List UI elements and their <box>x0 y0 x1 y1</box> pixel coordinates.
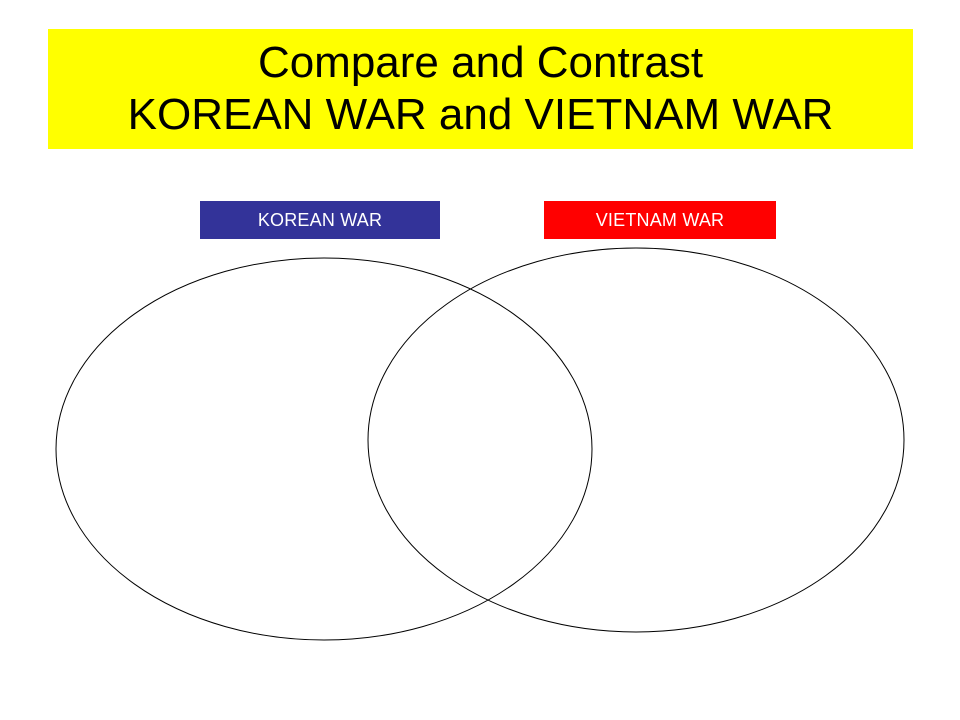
title-line-2: KOREAN WAR and VIETNAM WAR <box>127 90 834 139</box>
title-banner: Compare and Contrast KOREAN WAR and VIET… <box>48 29 913 149</box>
korean-war-label: KOREAN WAR <box>200 201 440 239</box>
vietnam-war-circle <box>367 247 905 633</box>
vietnam-war-label: VIETNAM WAR <box>544 201 776 239</box>
korean-war-circle <box>55 257 593 641</box>
title-line-1: Compare and Contrast <box>257 38 704 87</box>
